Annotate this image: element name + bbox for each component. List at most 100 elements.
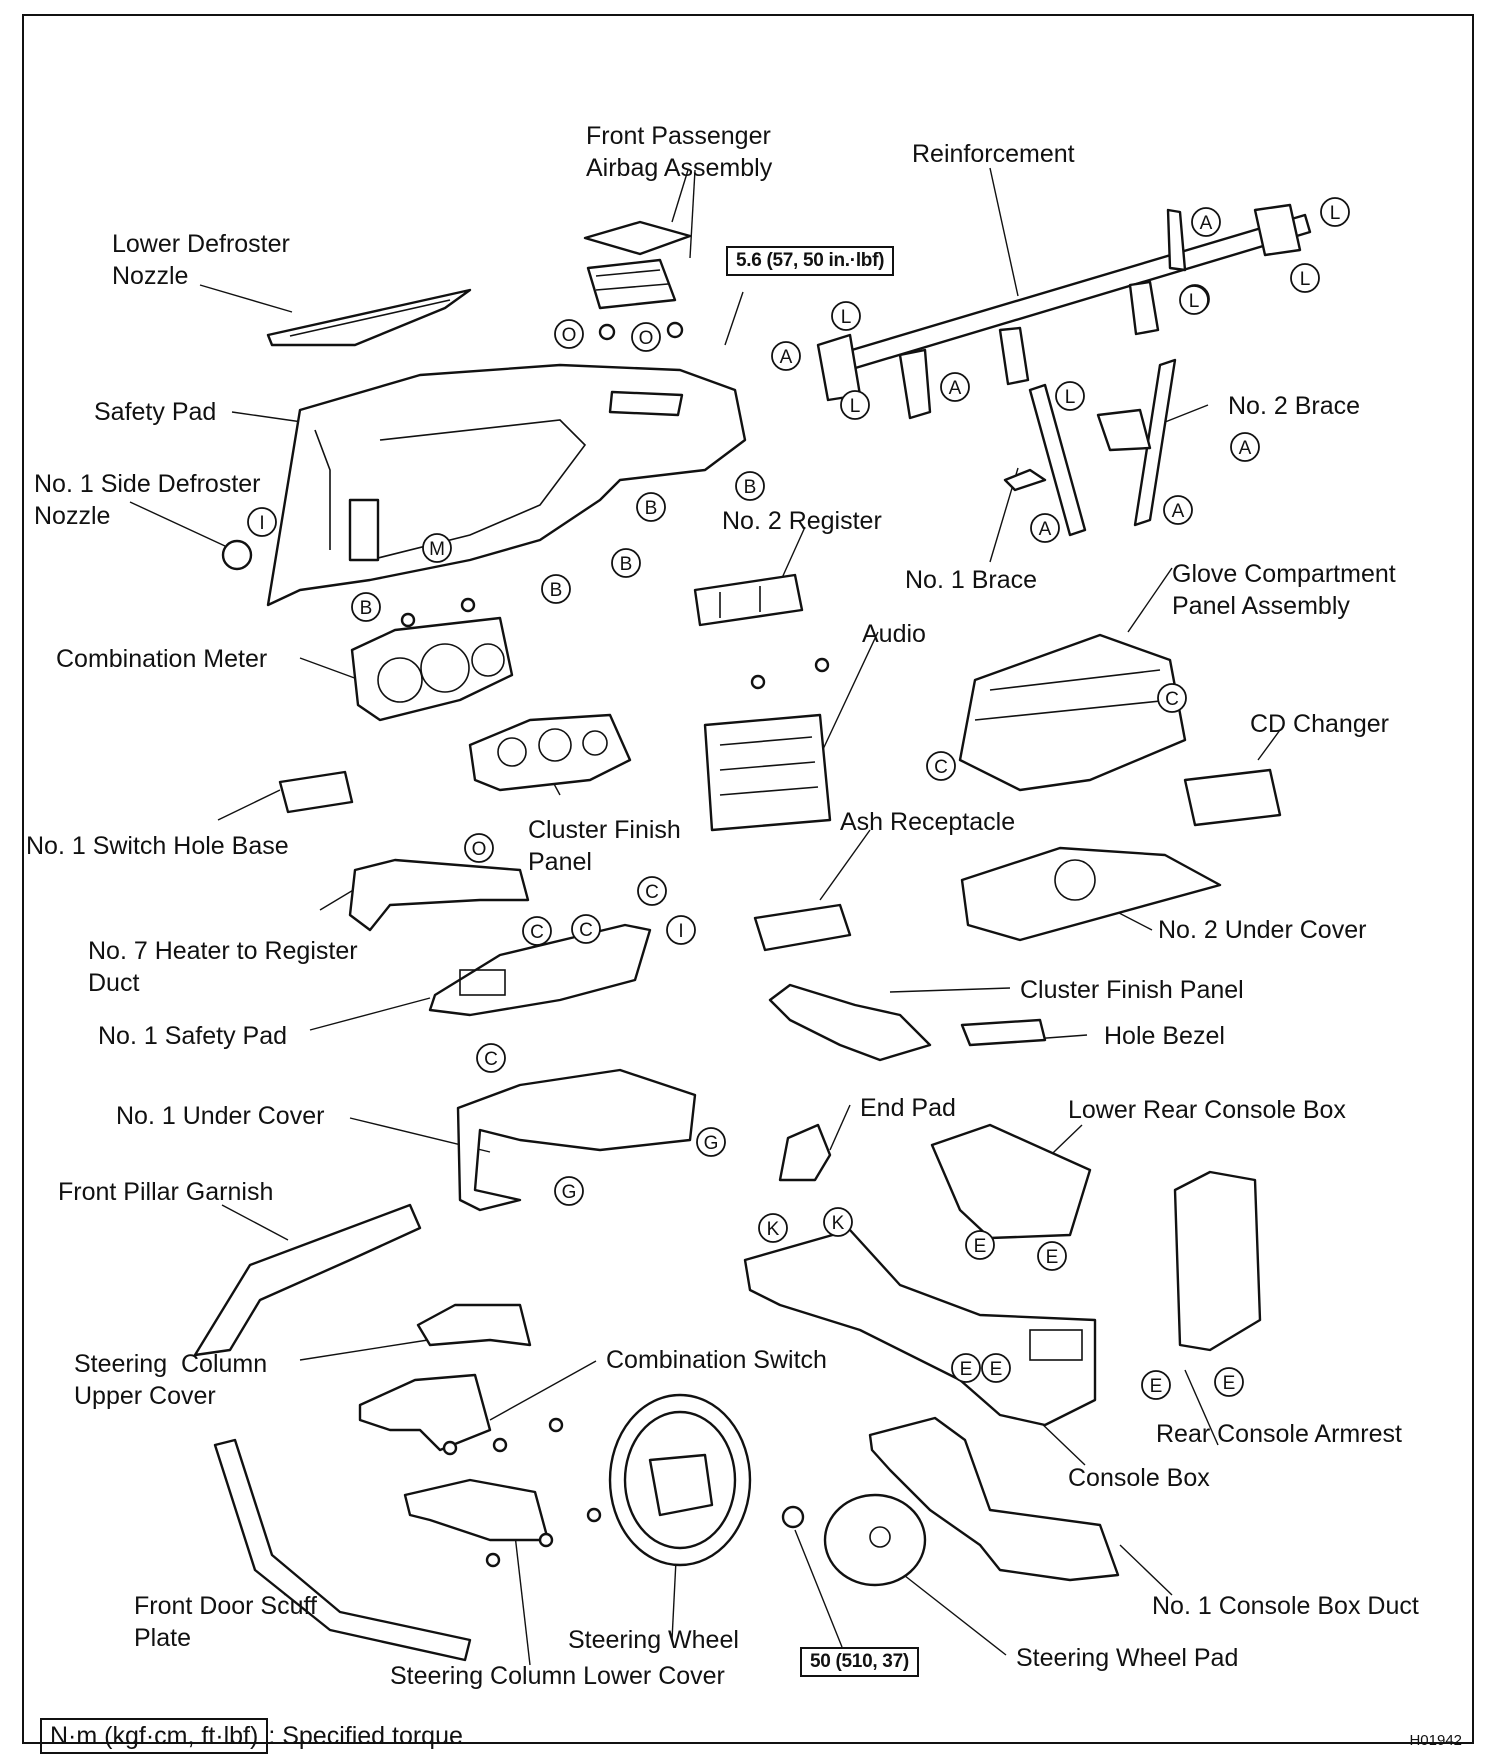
callout-marker: C — [571, 914, 601, 944]
no1-brace-part — [1028, 383, 1087, 537]
callout-marker-letter: O — [472, 839, 487, 860]
callout-marker-letter: C — [484, 1049, 498, 1070]
label-no1-side-defroster-nozzle: No. 1 Side Defroster Nozzle — [34, 470, 261, 530]
callout-marker-letter: C — [934, 757, 948, 778]
glove-compartment-part — [958, 633, 1187, 792]
callout-marker-circle — [771, 341, 801, 371]
callout-marker-circle — [636, 492, 666, 522]
label-steering-column-lower-cover: Steering Column Lower Cover — [390, 1662, 725, 1690]
callout-marker-circle — [1055, 381, 1085, 411]
callout-marker: L — [1320, 197, 1350, 227]
callout-marker-letter: E — [1223, 1373, 1236, 1394]
figure-code: H01942 — [1409, 1732, 1462, 1749]
callout-marker: L — [840, 390, 870, 420]
callout-marker-letter: B — [360, 598, 373, 619]
callout-marker-letter: A — [1200, 213, 1213, 234]
callout-marker-letter: C — [645, 882, 659, 903]
callout-marker-letter: G — [562, 1182, 577, 1203]
callout-marker-letter: E — [960, 1359, 973, 1380]
callout-marker: C — [522, 916, 552, 946]
callout-marker: A — [1191, 207, 1221, 237]
callout-marker-letter: L — [1189, 291, 1200, 312]
label-no1-under-cover: No. 1 Under Cover — [116, 1102, 325, 1130]
callout-marker-letter: L — [850, 396, 861, 417]
callout-marker-circle — [965, 1230, 995, 1260]
callout-marker-circle — [1157, 683, 1187, 713]
legend-unit-box: N·m (kgf·cm, ft·lbf) — [40, 1718, 269, 1754]
no1-under-cover-part — [456, 1068, 697, 1212]
audio-part — [703, 713, 832, 832]
callout-marker: O — [464, 833, 494, 863]
callout-marker-letter: B — [645, 498, 658, 519]
callout-marker-letter: B — [744, 477, 757, 498]
steering-nut-part — [781, 1505, 805, 1529]
torque-legend: N·m (kgf·cm, ft·lbf): Specified torque — [40, 1718, 463, 1754]
callout-marker: O — [631, 322, 661, 352]
callout-marker-circle — [351, 592, 381, 622]
label-no2-under-cover: No. 2 Under Cover — [1158, 916, 1367, 944]
label-glove-compartment-panel: Glove Compartment Panel Assembly — [1172, 560, 1396, 620]
callout-marker: K — [758, 1213, 788, 1243]
callout-marker-circle — [1320, 197, 1350, 227]
label-console-box: Console Box — [1068, 1464, 1210, 1492]
no1-console-box-duct-part — [868, 1416, 1120, 1582]
steering-wheel-pad-part — [823, 1493, 927, 1587]
reinforcement-part — [816, 203, 1312, 420]
callout-marker: I — [247, 507, 277, 537]
callout-marker: C — [1157, 683, 1187, 713]
callout-marker-circle — [840, 390, 870, 420]
label-front-door-scuff-plate: Front Door Scuff Plate — [134, 1592, 317, 1652]
label-rear-console-armrest: Rear Console Armrest — [1156, 1420, 1402, 1448]
ash-receptacle-part — [753, 903, 852, 952]
callout-marker-circle — [1290, 263, 1320, 293]
callout-marker-circle — [823, 1207, 853, 1237]
callout-marker-letter: A — [949, 378, 962, 399]
callout-marker: C — [926, 751, 956, 781]
label-steering-column-upper-cover: Steering Column Upper Cover — [74, 1350, 268, 1410]
callout-marker-circle — [1191, 207, 1221, 237]
label-no1-switch-hole-base: No. 1 Switch Hole Base — [26, 832, 289, 860]
callout-marker: G — [554, 1176, 584, 1206]
callout-marker: E — [965, 1230, 995, 1260]
lower-rear-console-box-part — [930, 1123, 1092, 1240]
lower-defroster-nozzle-part — [266, 288, 472, 347]
label-lower-defroster-nozzle: Lower Defroster Nozzle — [112, 230, 290, 290]
callout-marker: E — [1214, 1367, 1244, 1397]
callout-marker-circle — [735, 471, 765, 501]
callout-marker-circle — [422, 533, 452, 563]
label-no2-brace: No. 2 Brace — [1228, 392, 1361, 420]
callout-marker-circle — [611, 548, 641, 578]
callout-marker-letter: C — [530, 922, 544, 943]
callout-marker: I — [666, 915, 696, 945]
callout-marker-letter: A — [1239, 438, 1252, 459]
label-cd-changer: CD Changer — [1250, 710, 1389, 738]
combination-switch-part — [358, 1373, 492, 1452]
label-lower-rear-console-box: Lower Rear Console Box — [1068, 1096, 1346, 1124]
callout-marker-circle — [981, 1353, 1011, 1383]
callout-marker-circle — [571, 914, 601, 944]
front-pillar-garnish-part — [193, 1203, 422, 1357]
callout-marker: A — [1030, 513, 1060, 543]
callout-marker-circle — [522, 916, 552, 946]
callout-marker: C — [476, 1043, 506, 1073]
callout-marker: B — [611, 548, 641, 578]
callout-marker: E — [951, 1353, 981, 1383]
callout-marker-circle — [554, 319, 584, 349]
label-safety-pad: Safety Pad — [94, 398, 217, 426]
label-end-pad: End Pad — [860, 1094, 956, 1122]
callout-marker: B — [541, 574, 571, 604]
rear-console-armrest-part — [1173, 1170, 1262, 1352]
diagram-frame — [22, 14, 1474, 1744]
callout-marker-circle — [940, 372, 970, 402]
callout-marker-letter: A — [1039, 519, 1052, 540]
callout-marker-circle — [541, 574, 571, 604]
callout-marker-letter: I — [678, 921, 683, 942]
switch-hole-base-part — [278, 770, 354, 814]
callout-marker-circle — [1141, 1370, 1171, 1400]
callout-marker: A — [940, 372, 970, 402]
steering-column-lower-cover-part — [403, 1478, 550, 1542]
callout-marker-letter: B — [620, 554, 633, 575]
label-cluster-finish-panel-left: Cluster Finish Panel — [528, 816, 681, 876]
callout-marker-circle — [1179, 285, 1209, 315]
callout-marker: B — [735, 471, 765, 501]
